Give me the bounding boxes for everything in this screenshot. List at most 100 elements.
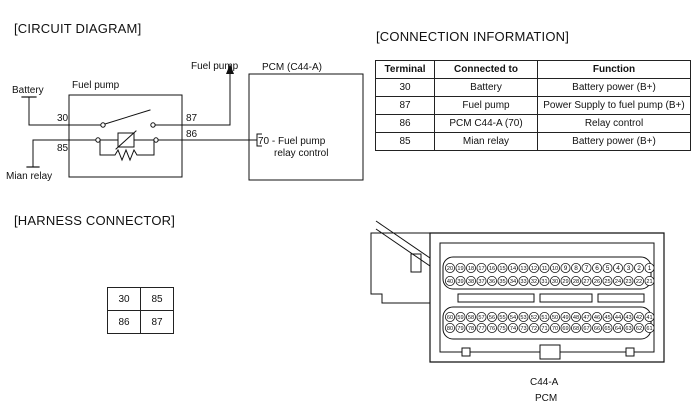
- connector-pin-label: 40: [447, 279, 453, 285]
- connector-pin-30: [550, 275, 561, 286]
- connector-pin-10: [550, 262, 561, 273]
- connector-latch-line: [375, 228, 431, 267]
- connector-pin-2: [634, 262, 645, 273]
- connector-pin-27: [581, 275, 592, 286]
- divider-bar: [597, 293, 645, 303]
- connector-pin-34: [507, 275, 518, 286]
- pcm-pin-bracket: [256, 133, 262, 147]
- connector-pin-label: 9: [564, 265, 568, 272]
- fuel-pump-relay-box: [68, 94, 183, 178]
- connector-pin-39: [455, 275, 466, 286]
- connector-pin-label: 67: [583, 326, 589, 332]
- switch-contact-30: [100, 122, 106, 128]
- fuel-pump-arrow-icon: [226, 64, 234, 74]
- connector-pin-45: [602, 311, 613, 322]
- connector-pin-label: 75: [499, 326, 505, 332]
- connector-pin-32: [529, 275, 540, 286]
- connector-pin-6: [592, 262, 603, 273]
- connector-pin-label: 50: [552, 315, 558, 321]
- connector-name: C44-A: [530, 377, 559, 388]
- connector-pin-42: [634, 311, 645, 322]
- connector-key-tab: [461, 347, 471, 357]
- connector-pin-label: 54: [510, 315, 516, 321]
- connector-pin-label: 5: [606, 265, 610, 272]
- connector-pin-25: [602, 275, 613, 286]
- connector-pin-label: 43: [625, 315, 631, 321]
- connector-pin-14: [507, 262, 518, 273]
- connector-pin-68: [571, 322, 582, 333]
- battery-label: Battery: [12, 85, 44, 96]
- harness-pin: 87: [140, 310, 174, 334]
- connector-pin-label: 77: [478, 326, 484, 332]
- connector-pin-label: 14: [510, 266, 516, 272]
- pin-30-label: 30: [57, 113, 69, 124]
- connector-pin-label: 21: [646, 279, 652, 285]
- connector-pin-57: [476, 311, 487, 322]
- connector-latch-line: [375, 220, 431, 259]
- connector-pin-label: 55: [499, 315, 505, 321]
- connector-pin-29: [560, 275, 571, 286]
- connector-pin-label: 74: [510, 326, 516, 332]
- connector-pin-56: [486, 311, 497, 322]
- connector-pin-7: [581, 262, 592, 273]
- connector-pin-label: 45: [604, 315, 610, 321]
- connector-pin-67: [581, 322, 592, 333]
- connector-pin-71: [539, 322, 550, 333]
- connector-pin-label: 44: [615, 315, 621, 321]
- connector-pin-38: [465, 275, 476, 286]
- connector-pin-52: [529, 311, 540, 322]
- connector-pin-label: 62: [636, 326, 642, 332]
- harness-connector-grid: 30 85 86 87: [107, 287, 174, 334]
- connector-pin-70: [550, 322, 561, 333]
- connector-housing: [429, 232, 665, 363]
- connector-pin-label: 76: [489, 326, 495, 332]
- connector-owner-label: PCM: [535, 393, 557, 404]
- fuel-pump-relay-label: Fuel pump: [72, 80, 120, 91]
- connector-pin-label: 29: [562, 279, 568, 285]
- connector-pin-label: 70: [552, 326, 558, 332]
- connector-pin-53: [518, 311, 529, 322]
- connector-pin-label: 10: [552, 266, 558, 272]
- connector-pin-43: [623, 311, 634, 322]
- connector-pin-54: [507, 311, 518, 322]
- connector-pin-4: [613, 262, 624, 273]
- connector-pin-20: [444, 262, 455, 273]
- connector-pin-label: 37: [478, 279, 484, 285]
- table-row: 85 Mian relay Battery power (B+): [375, 132, 691, 151]
- connector-pin-60: [444, 311, 455, 322]
- connector-pin-label: 16: [489, 266, 495, 272]
- connector-pin-44: [613, 311, 624, 322]
- connector-pin-label: 64: [615, 326, 621, 332]
- connector-pin-46: [592, 311, 603, 322]
- connector-pin-48: [571, 311, 582, 322]
- connector-pin-label: 39: [457, 279, 463, 285]
- connector-pin-label: 30: [552, 279, 558, 285]
- connector-pin-50: [550, 311, 561, 322]
- connector-pin-65: [602, 322, 613, 333]
- relay-switch-arm: [104, 109, 151, 125]
- harness-pin: 85: [140, 287, 174, 311]
- connector-pin-label: 79: [457, 326, 463, 332]
- pcm-box-label: PCM (C44-A): [262, 62, 322, 73]
- connector-pin-28: [571, 275, 582, 286]
- connector-pin-label: 28: [573, 279, 579, 285]
- pcm-pin-70-function: relay control: [274, 148, 328, 159]
- table-row: 30 Battery Battery power (B+): [375, 78, 691, 97]
- fuel-pump-output-label: Fuel pump: [191, 61, 239, 72]
- connector-pin-label: 35: [499, 279, 505, 285]
- connector-pin-73: [518, 322, 529, 333]
- connector-pin-55: [497, 311, 508, 322]
- connector-pin-47: [581, 311, 592, 322]
- connector-pin-label: 3: [627, 265, 631, 272]
- connector-pin-label: 12: [531, 266, 537, 272]
- connector-pin-17: [476, 262, 487, 273]
- connector-pin-label: 66: [594, 326, 600, 332]
- connector-pin-41: [644, 311, 655, 322]
- connector-pin-58: [465, 311, 476, 322]
- connector-pin-label: 26: [594, 279, 600, 285]
- connector-pin-64: [613, 322, 624, 333]
- connector-pin-label: 71: [541, 326, 547, 332]
